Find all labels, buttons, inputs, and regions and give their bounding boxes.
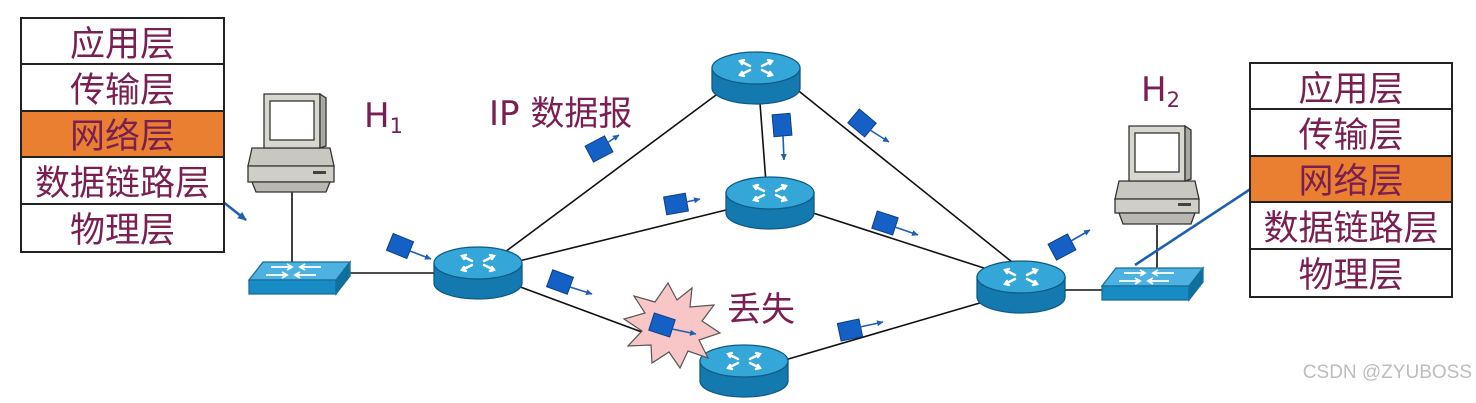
layer-2: 网络层 [22, 111, 223, 159]
link-routerC-routerE [809, 211, 991, 271]
router-a-icon [433, 246, 523, 300]
h2-protocol-stack: 应用层传输层网络层数据链路层物理层 [1249, 62, 1453, 298]
link-routerD-routerE [784, 299, 991, 361]
packet-icon [648, 312, 697, 338]
packet-icon [1047, 229, 1091, 261]
switch-1-icon [247, 260, 352, 296]
packet-icon [545, 269, 593, 296]
switch-2-icon [1100, 266, 1205, 302]
layer-0: 应用层 [22, 19, 223, 66]
ip-datagram-label: IP 数据报 [489, 94, 633, 134]
h1-protocol-stack: 应用层传输层网络层数据链路层物理层 [20, 17, 225, 253]
packet-icon [663, 192, 701, 216]
layer-1: 传输层 [1251, 110, 1451, 157]
packet-icon [871, 210, 919, 236]
router-e-icon [976, 260, 1066, 314]
host-h2-label: H2 [1141, 70, 1180, 112]
layer-4: 物理层 [69, 211, 175, 252]
network-links [291, 87, 1158, 361]
host-h2-computer-icon [1114, 124, 1200, 225]
link-routerB-routerC [759, 102, 767, 184]
layer-3: 数据链路层 [22, 158, 223, 205]
packet-icon [771, 112, 793, 161]
host-h1-computer-icon [247, 92, 335, 193]
watermark: CSDN @ZYUBOSS [1302, 362, 1472, 383]
layer-1: 传输层 [22, 65, 223, 112]
link-routerB-routerE [794, 87, 1013, 263]
layer-2: 网络层 [1251, 156, 1451, 204]
packet-lost-label: 丢失 [727, 290, 795, 330]
datagram-packets [385, 108, 1091, 342]
router-d-icon [699, 344, 789, 398]
packet-icon [847, 108, 890, 143]
packet-icon [584, 134, 620, 163]
link-routerA-routerC [514, 209, 727, 263]
router-b-icon [711, 51, 801, 105]
layer-3: 数据链路层 [1251, 203, 1451, 250]
packet-icon [836, 318, 884, 342]
layer-0: 应用层 [1251, 64, 1451, 111]
host-h1-label: H1 [364, 96, 403, 138]
layer-4: 物理层 [1298, 256, 1404, 297]
packet-icon [385, 232, 432, 260]
link-routerA-routerB [504, 94, 717, 253]
router-c-icon [725, 176, 815, 230]
